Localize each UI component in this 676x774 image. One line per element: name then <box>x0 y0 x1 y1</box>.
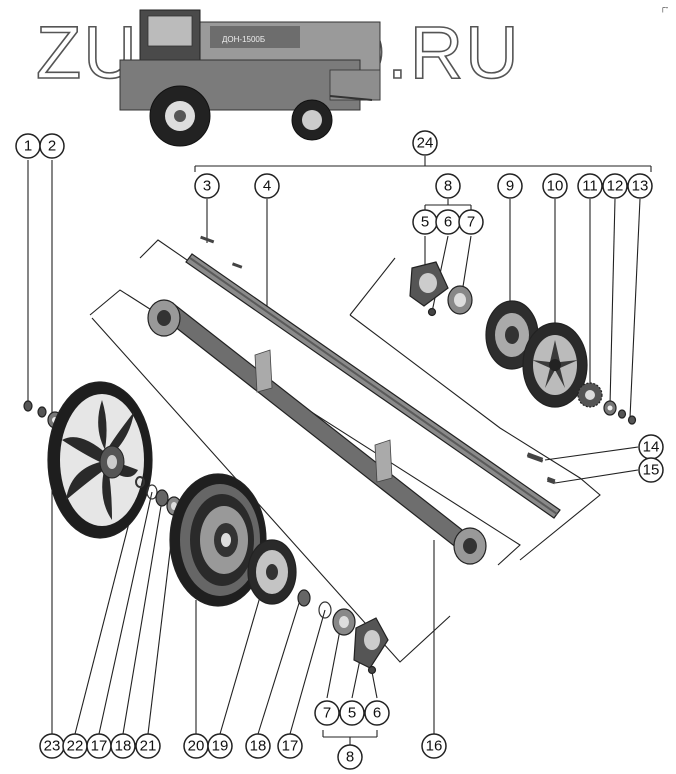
callout-23-label: 23 <box>44 738 61 755</box>
callout-3-label: 3 <box>203 178 211 195</box>
callout-14: 14 <box>638 434 664 460</box>
callout-13: 13 <box>627 173 653 199</box>
callout-8-top-label: 8 <box>444 178 452 195</box>
bracket-8-top <box>424 199 472 210</box>
callout-3: 3 <box>194 173 220 199</box>
callout-24-label: 24 <box>417 135 434 152</box>
callout-22-label: 22 <box>67 738 84 755</box>
callout-22: 22 <box>62 733 88 759</box>
callout-11: 11 <box>577 173 603 199</box>
callout-15-label: 15 <box>643 462 660 479</box>
callout-5-top-label: 5 <box>421 214 429 231</box>
small-parts-12-13 <box>603 400 637 425</box>
callout-18-left: 18 <box>110 733 136 759</box>
double-pulley-20 <box>169 473 267 607</box>
callout-2: 2 <box>39 133 65 159</box>
callout-18-right: 18 <box>245 733 271 759</box>
pins-3-14-15 <box>526 452 556 483</box>
callout-19-label: 19 <box>212 738 229 755</box>
rings-22-17-18-21 <box>135 476 182 516</box>
callout-15: 15 <box>638 457 664 483</box>
callout-18-left-label: 18 <box>115 738 132 755</box>
top-bearing-assembly <box>409 261 473 317</box>
bottom-bearing-assembly <box>332 608 389 675</box>
callout-6-bottom: 6 <box>364 700 390 726</box>
callout-2-label: 2 <box>48 138 56 155</box>
callout-18-right-label: 18 <box>250 738 267 755</box>
callout-20: 20 <box>183 733 209 759</box>
callout-7-bottom: 7 <box>314 700 340 726</box>
callout-19: 19 <box>207 733 233 759</box>
callout-5-bottom: 5 <box>339 700 365 726</box>
callout-12-label: 12 <box>607 178 624 195</box>
callout-16-label: 16 <box>426 738 443 755</box>
callout-1-label: 1 <box>24 138 32 155</box>
pulley-10 <box>522 322 588 408</box>
callout-23: 23 <box>39 733 65 759</box>
callout-10: 10 <box>542 173 568 199</box>
callout-7-top-label: 7 <box>467 214 475 231</box>
callout-5-top: 5 <box>412 209 438 235</box>
callout-4: 4 <box>254 173 280 199</box>
callout-8-bottom-label: 8 <box>346 749 354 766</box>
callout-11-label: 11 <box>582 178 598 195</box>
small-parts-18-17-bottom <box>297 589 332 619</box>
callout-24: 24 <box>412 130 438 156</box>
bracket-8-bottom <box>322 730 378 745</box>
combine-harvester-illustration: ДОН-1500Б <box>119 9 381 147</box>
callout-8-top: 8 <box>435 173 461 199</box>
upper-shaft <box>185 235 561 519</box>
combine-label: ДОН-1500Б <box>222 35 265 44</box>
callout-1: 1 <box>15 133 41 159</box>
callout-17-right: 17 <box>277 733 303 759</box>
callout-17-left-label: 17 <box>91 738 108 755</box>
callout-6-top: 6 <box>435 209 461 235</box>
callout-17-right-label: 17 <box>282 738 299 755</box>
bracket-24 <box>194 156 652 172</box>
callout-7-top: 7 <box>458 209 484 235</box>
large-spoked-wheel-23 <box>47 381 153 539</box>
callout-20-label: 20 <box>188 738 205 755</box>
callout-5-bottom-label: 5 <box>348 705 356 722</box>
callout-17-left: 17 <box>86 733 112 759</box>
pulley-19 <box>247 539 297 605</box>
callout-10-label: 10 <box>547 178 564 195</box>
callout-12: 12 <box>602 173 628 199</box>
callout-14-label: 14 <box>643 439 660 456</box>
sprocket-11 <box>577 382 603 408</box>
callout-8-bottom: 8 <box>337 744 363 770</box>
callout-16: 16 <box>421 733 447 759</box>
callout-6-bottom-label: 6 <box>373 705 381 722</box>
callout-9: 9 <box>497 173 523 199</box>
callout-21-label: 21 <box>140 738 157 755</box>
callout-6-top-label: 6 <box>444 214 452 231</box>
callout-7-bottom-label: 7 <box>323 705 331 722</box>
callout-9-label: 9 <box>506 178 514 195</box>
callout-21: 21 <box>135 733 161 759</box>
corner-mark: ┌- <box>660 3 669 13</box>
callout-4-label: 4 <box>263 178 271 195</box>
tube-shaft <box>147 299 487 565</box>
callout-13-label: 13 <box>632 178 649 195</box>
